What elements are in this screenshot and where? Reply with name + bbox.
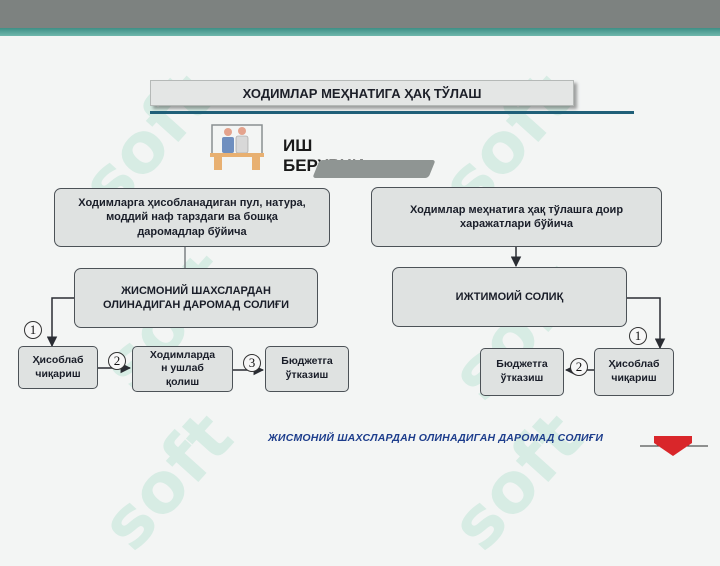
left-basis-box: Ходимларга ҳисобланадиган пул, натура, м… (54, 188, 330, 247)
step-number-badge: 3 (243, 354, 261, 372)
left-step-transfer: Бюджетга ўтказиш (265, 346, 349, 392)
step-label-line: чиқариш (611, 372, 657, 384)
employer-desk-icon (210, 124, 264, 170)
step-number-badge: 2 (108, 352, 126, 370)
step-label-line: чиқариш (35, 367, 81, 380)
social-tax-label: ИЖТИМОИЙ СОЛИҚ (455, 290, 564, 303)
step-label-line: Ҳисоблаб (32, 353, 84, 366)
personal-income-tax-line: ЖИСМОНИЙ ШАХСЛАРДАН (121, 284, 271, 297)
step-label-line: қолиш (165, 375, 200, 388)
next-arrow-icon[interactable] (640, 433, 708, 459)
personal-income-tax-line: ОЛИНАДИГАН ДАРОМАД СОЛИҒИ (102, 299, 290, 311)
slide-title: ХОДИМЛАР МЕҲНАТИГА ҲАҚ ТЎЛАШ (150, 80, 574, 106)
personal-income-tax-link[interactable]: ЖИСМОНИЙ ШАХСЛАРДАН ОЛИНАДИГАН ДАРОМАД С… (268, 432, 604, 444)
top-bar (0, 0, 720, 28)
left-basis-line: даромадлар бўйича (137, 225, 247, 238)
personal-income-tax-box: ЖИСМОНИЙ ШАХСЛАРДАН ОЛИНАДИГАН ДАРОМАД С… (74, 268, 318, 328)
connector-arrow (627, 297, 666, 350)
left-basis-line: моддий наф тарздаги ва бошқа (106, 211, 278, 224)
left-step-calculate: Ҳисоблаб чиқариш (18, 346, 98, 389)
step-label-line: Ҳисоблаб (608, 358, 660, 371)
social-tax-box: ИЖТИМОИЙ СОЛИҚ (392, 267, 627, 327)
right-basis-line: Ходимлар меҳнатига ҳақ тўлашга доир (409, 203, 624, 216)
accent-stripe (0, 28, 720, 36)
connector-arrow (46, 297, 74, 348)
title-underline (150, 111, 634, 114)
left-basis-line: Ходимларга ҳисобланадиган пул, натура, (78, 197, 306, 210)
step-label-line: Ходимларда (149, 348, 216, 361)
step-label-line: Бюджетга (281, 355, 333, 368)
step-label-line: ўтказиш (500, 372, 544, 384)
step-number-badge: 1 (24, 321, 42, 339)
employer-label-line1: ИШ (283, 136, 313, 155)
left-step-withhold: Ходимларда н ушлаб қолиш (132, 346, 233, 392)
right-basis-box: Ходимлар меҳнатига ҳақ тўлашга доир хара… (371, 187, 662, 247)
step-number-badge: 2 (570, 358, 588, 376)
right-step-transfer: Бюджетга ўтказиш (480, 348, 564, 396)
right-step-calculate: Ҳисоблаб чиқариш (594, 348, 674, 396)
right-basis-line: харажатлари бўйича (460, 218, 573, 230)
step-label-line: Бюджетга (496, 358, 548, 371)
step-number-badge: 1 (629, 327, 647, 345)
step-label-line: ўтказиш (285, 369, 329, 381)
step-label-line: н ушлаб (161, 362, 204, 375)
